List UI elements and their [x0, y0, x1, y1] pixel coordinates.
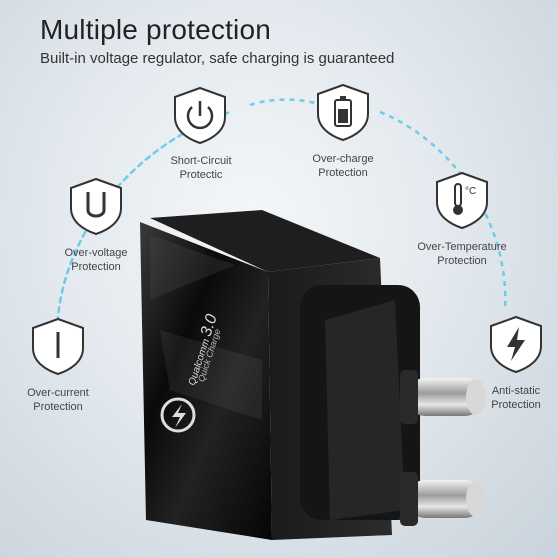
svg-text:°C: °C — [465, 186, 476, 197]
feature-over-voltage: Over-voltage Protection — [56, 246, 136, 274]
feature-over-charge-line2: Protection — [318, 167, 368, 179]
feature-short-circuit-line2: Protectic — [179, 169, 223, 181]
banner-subtitle: Built-in voltage regulator, safe chargin… — [40, 50, 395, 67]
feature-over-charge-line1: Over-charge — [312, 153, 374, 165]
power-icon — [174, 86, 226, 145]
feature-anti-static: Anti-static Protection — [478, 384, 554, 412]
feature-short-circuit-line1: Short-Circuit — [170, 155, 232, 167]
battery-icon — [317, 83, 369, 142]
letter-i-icon — [32, 317, 84, 376]
feature-short-circuit: Short-Circuit Protectic — [163, 154, 239, 182]
feature-anti-static-line2: Protection — [491, 399, 541, 411]
feature-over-charge: Over-charge Protection — [303, 152, 383, 180]
feature-over-current-line1: Over-current — [27, 387, 89, 399]
feature-over-temperature-line1: Over-Temperature — [417, 241, 507, 253]
letter-u-icon — [70, 177, 122, 236]
feature-over-current-line2: Protection — [33, 401, 83, 413]
lightning-icon — [490, 315, 542, 374]
feature-anti-static-line1: Anti-static — [491, 385, 541, 397]
feature-over-current: Over-current Protection — [18, 386, 98, 414]
feature-over-voltage-line1: Over-voltage — [64, 247, 128, 259]
banner-title: Multiple protection — [40, 14, 272, 45]
feature-over-temperature-line2: Protection — [437, 255, 487, 267]
thermometer-icon: °C — [436, 171, 488, 230]
feature-over-voltage-line2: Protection — [71, 261, 121, 273]
feature-over-temperature: Over-Temperature Protection — [408, 240, 516, 268]
